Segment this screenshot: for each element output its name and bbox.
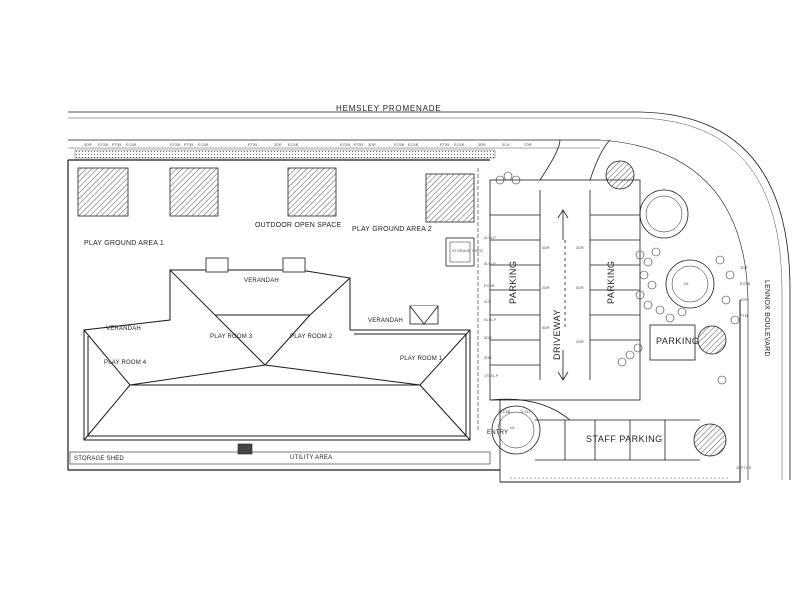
circle-label-1: NL <box>510 426 515 430</box>
label-staff-parking: STAFF PARKING <box>586 434 663 444</box>
plant-code: PT55 <box>248 143 258 147</box>
label-play-room-4: PLAY ROOM 4 <box>104 360 147 366</box>
plant-code: 1TLSLP <box>484 374 499 378</box>
plant-code: 4CF <box>484 300 492 304</box>
shrub-clusters <box>495 171 740 385</box>
label-verandah-2: VERANDAH <box>106 326 141 332</box>
plant-code: FTM <box>740 314 748 318</box>
label-entry: ENTRY <box>487 430 509 436</box>
storage-box <box>445 237 475 267</box>
label-play-ground-1: PLAY GROUND AREA 1 <box>84 240 164 247</box>
street-name-right: LENNOX BOULEVARD <box>763 280 770 357</box>
plant-code: 3CA <box>502 143 510 147</box>
plant-code: EC5B <box>484 284 495 288</box>
plant-code: 3DR <box>84 143 92 147</box>
plant-code: 2DR <box>576 340 584 344</box>
plant-code: 2DR <box>484 356 492 360</box>
plant-code: 2LSLP <box>484 236 496 240</box>
label-parking-left: PARKING <box>508 260 518 304</box>
plant-code: 3DR <box>576 246 584 250</box>
label-verandah-3: VERANDAH <box>368 318 403 324</box>
plant-code: EC5B <box>740 282 751 286</box>
plant-code: 3EC5B <box>498 410 511 414</box>
plant-code: 3DR <box>478 143 486 147</box>
driveway <box>489 139 700 470</box>
label-play-room-3: PLAY ROOM 3 <box>210 334 253 340</box>
label-play-room-1: PLAY ROOM 1 <box>400 356 443 362</box>
plant-code: EC5B <box>408 143 419 147</box>
building-roof <box>83 269 471 441</box>
plant-code: EC5B <box>126 143 137 147</box>
plant-code: 1EPTOS <box>736 466 752 470</box>
plant-code: SLSLP <box>484 318 497 322</box>
plant-code: EC5B <box>98 143 109 147</box>
plant-code: 7DR <box>524 143 532 147</box>
plant-code: EC5B <box>170 143 181 147</box>
plant-code: PT55 <box>354 143 364 147</box>
plant-code: PT55 <box>112 143 122 147</box>
label-storage-shed-2: STORAGE SHED <box>452 249 483 253</box>
plant-code: 3DR <box>274 143 282 147</box>
plant-code: 5DR <box>576 286 584 290</box>
plant-code: 3DR <box>542 246 550 250</box>
street-name-top: HEMSLEY PROMENADE <box>336 104 442 113</box>
plant-code: EC5B <box>288 143 299 147</box>
label-play-room-2: PLAY ROOM 2 <box>290 334 333 340</box>
label-play-ground-2: PLAY GROUND AREA 2 <box>352 226 432 233</box>
tree-canopies <box>491 160 727 457</box>
plant-code: EC5B <box>340 143 351 147</box>
plant-code: 5DR <box>484 336 492 340</box>
plant-code: 5DR <box>542 326 550 330</box>
plant-code: 5LSLP <box>484 262 496 266</box>
label-verandah-1: VERANDAH <box>244 278 279 284</box>
plant-code: 6GR <box>740 298 748 302</box>
plant-code: 3DR <box>368 143 376 147</box>
plant-code: EC5B <box>394 143 405 147</box>
label-driveway: DRIVEWAY <box>552 308 562 360</box>
utility-strip <box>69 443 491 465</box>
plant-code: 2DR <box>542 286 550 290</box>
hatched-play-areas <box>77 167 475 223</box>
plant-code: EC5B <box>198 143 209 147</box>
plant-code: EC5B <box>454 143 465 147</box>
label-utility-area: UTILITY AREA <box>290 455 333 461</box>
plant-code: PT55 <box>440 143 450 147</box>
label-outdoor-space: OUTDOOR OPEN SPACE <box>255 222 342 229</box>
plant-code: PT55 <box>184 143 194 147</box>
label-storage-shed: STORAGE SHED <box>74 456 124 462</box>
side-parking-block <box>649 324 696 361</box>
plant-code: 7LSLP <box>520 410 532 414</box>
verandahs <box>205 257 439 325</box>
label-parking-mid: PARKING <box>606 260 616 304</box>
front-planting-strip <box>74 149 496 159</box>
circle-label-2: NL <box>684 282 689 286</box>
label-parking-right: PARKING <box>656 336 700 346</box>
plant-code: 3DR <box>740 266 748 270</box>
parking-lot <box>489 179 641 401</box>
street-lines <box>67 111 791 483</box>
